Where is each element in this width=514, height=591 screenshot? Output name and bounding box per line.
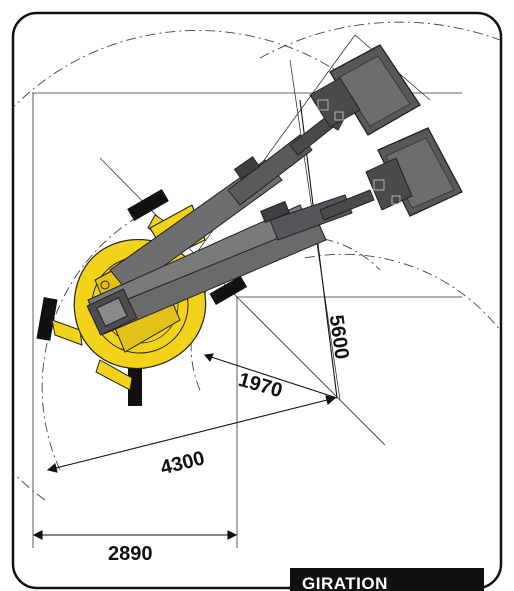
giration-badge-label: GIRATION <box>302 574 388 591</box>
swing-arcs <box>13 21 501 501</box>
giration-badge: GIRATION <box>290 568 484 591</box>
boom-assembly <box>86 99 375 336</box>
basket-lower <box>365 127 463 217</box>
basket-upper <box>309 44 421 136</box>
outer-frame <box>11 11 503 590</box>
dimension-2890-label: 2890 <box>108 543 153 565</box>
